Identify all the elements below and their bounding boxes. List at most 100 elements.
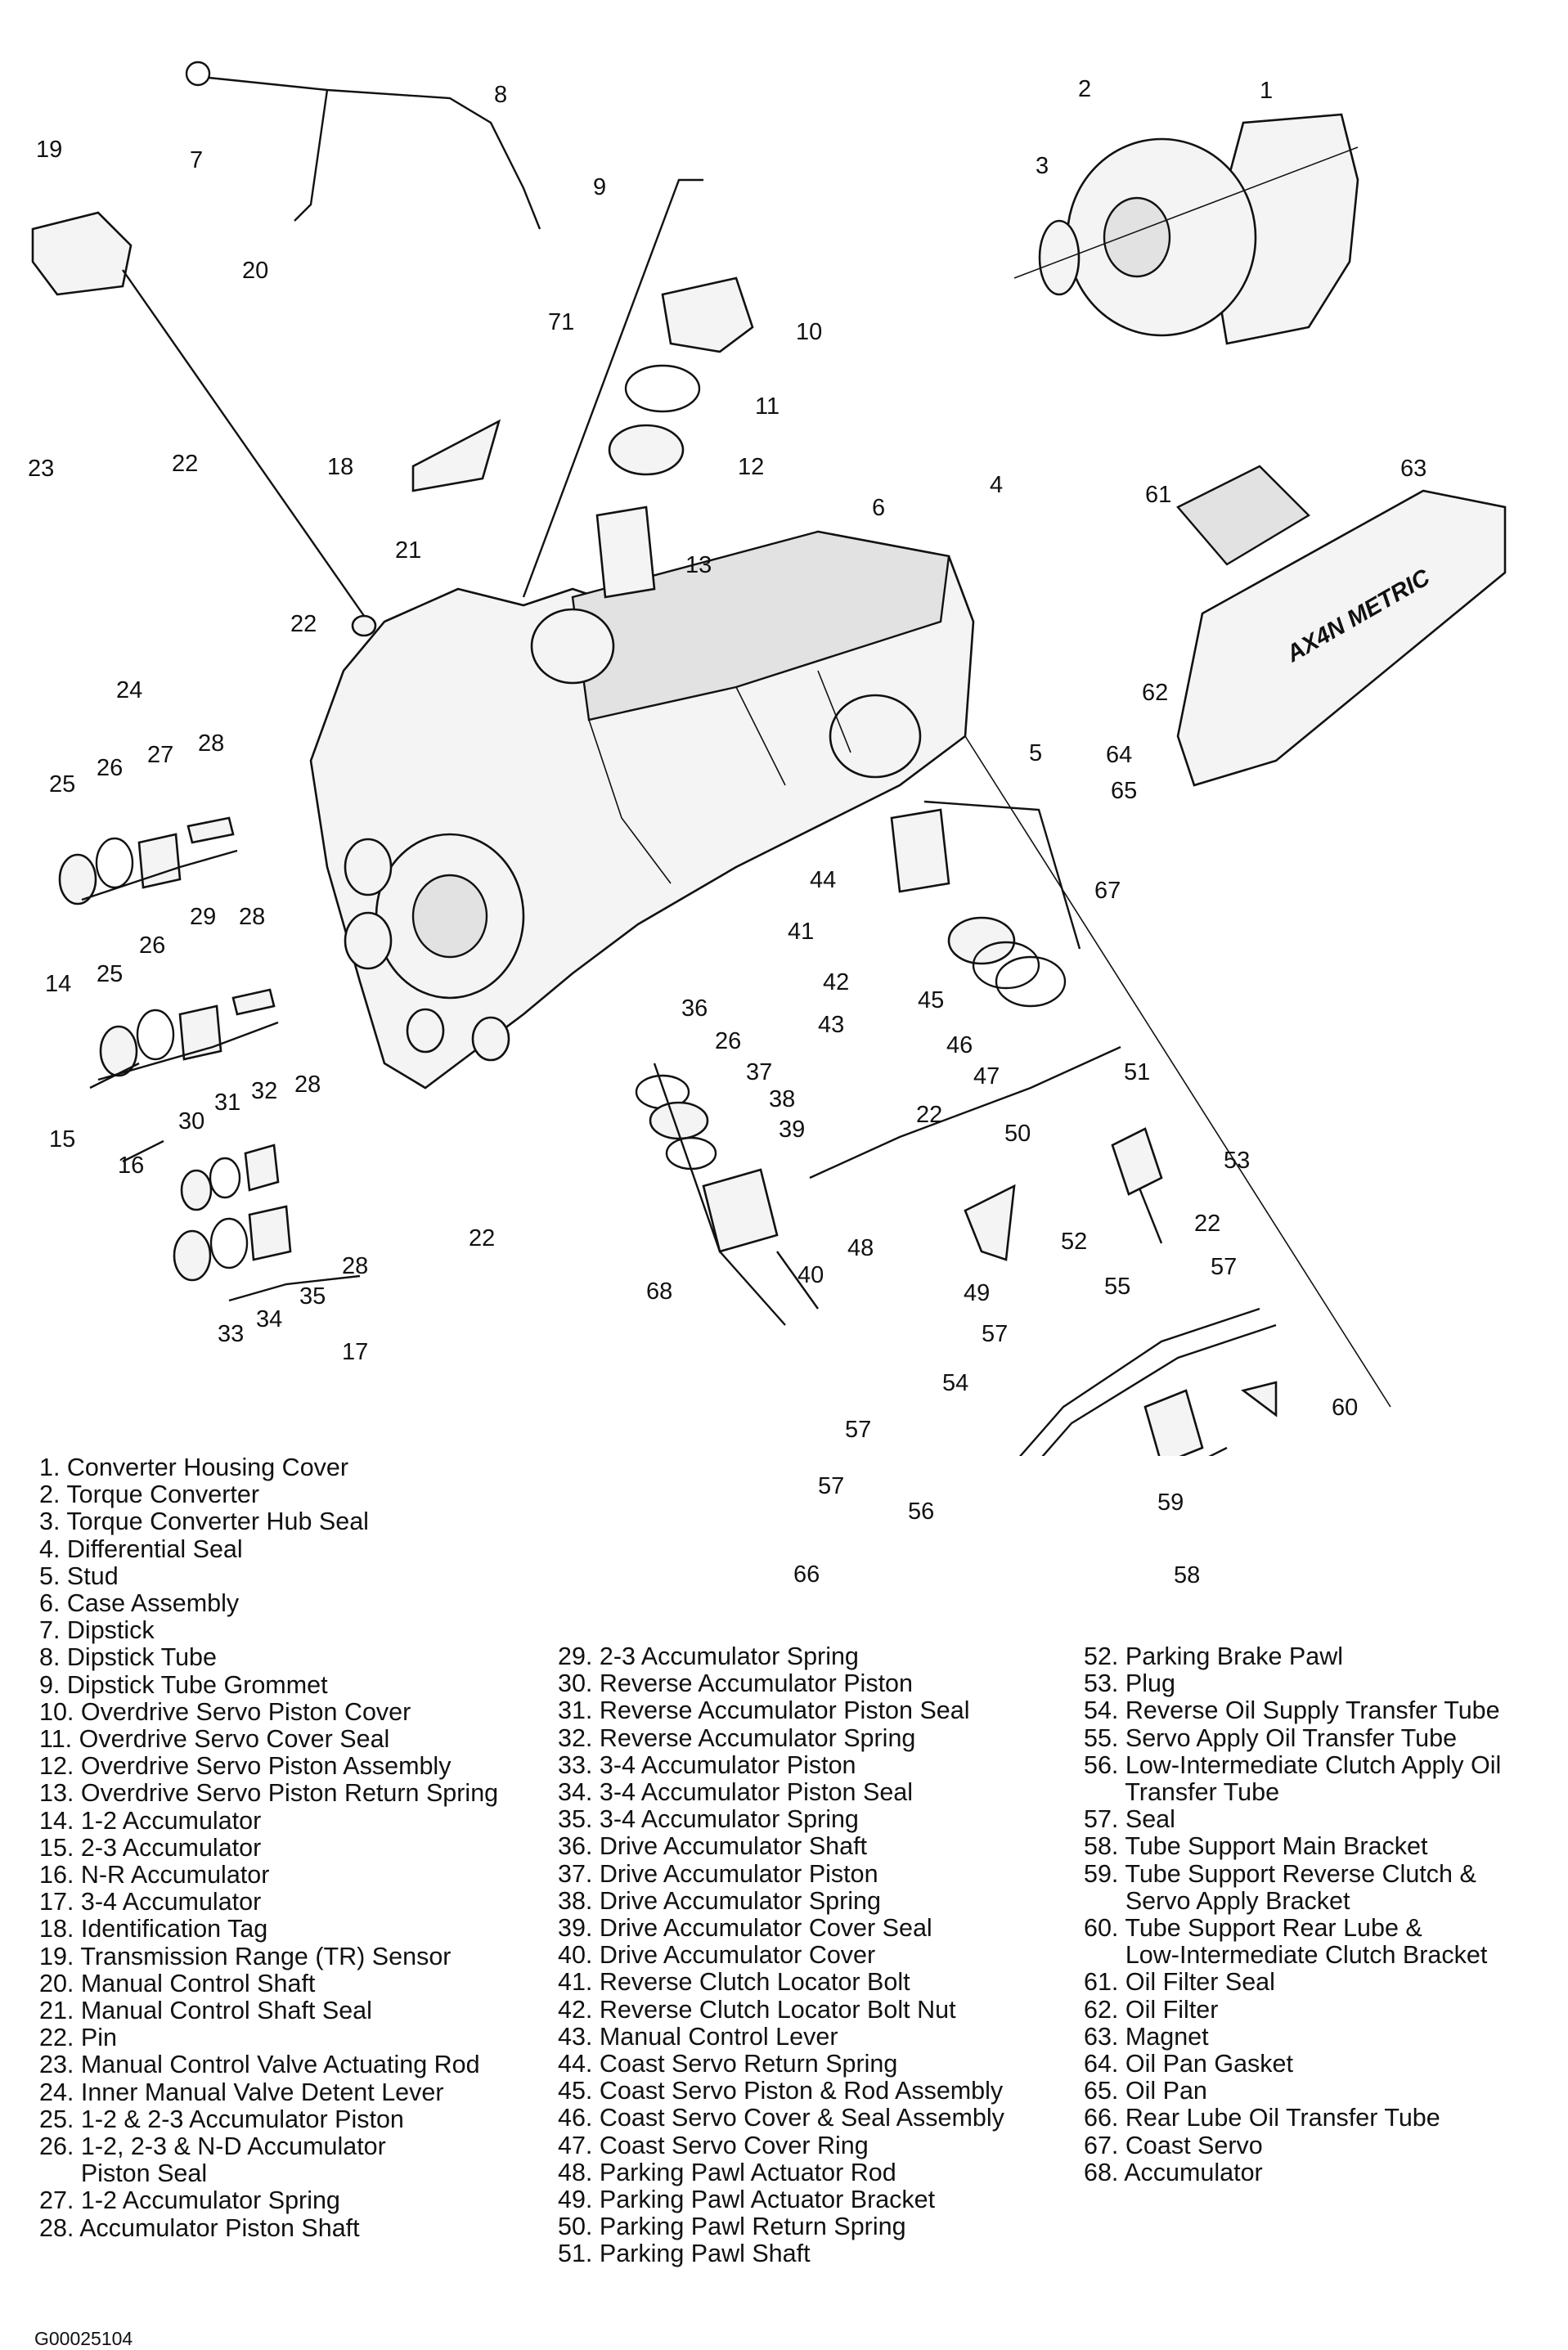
callout-56: 56 bbox=[908, 1499, 934, 1525]
callout-52: 52 bbox=[1061, 1229, 1087, 1255]
callout-2: 2 bbox=[1078, 76, 1091, 102]
legend-item: 43. Manual Control Lever bbox=[558, 2022, 838, 2051]
callout-22c: 22 bbox=[916, 1102, 942, 1128]
callout-18: 18 bbox=[327, 454, 353, 480]
callout-71: 71 bbox=[548, 309, 574, 335]
legend-item: 47. Coast Servo Cover Ring bbox=[558, 2131, 869, 2159]
callout-57b: 57 bbox=[982, 1321, 1008, 1347]
callout-24: 24 bbox=[116, 677, 142, 703]
callout-37: 37 bbox=[746, 1059, 772, 1085]
legend-item: 6. Case Assembly bbox=[39, 1589, 240, 1618]
legend-item: 29. 2-3 Accumulator Spring bbox=[558, 1642, 859, 1670]
legend-item: 51. Parking Pawl Shaft bbox=[558, 2240, 811, 2268]
overdrive-servo-drawing bbox=[595, 276, 754, 599]
legend-item: 59. Tube Support Reverse Clutch & bbox=[1084, 1859, 1476, 1888]
callout-25a: 25 bbox=[49, 771, 75, 798]
callout-65: 65 bbox=[1111, 778, 1137, 804]
legend-item: 12. Overdrive Servo Piston Assembly bbox=[39, 1752, 452, 1781]
legend-item: 23. Manual Control Valve Actuating Rod bbox=[39, 2051, 480, 2079]
legend-item: 37. Drive Accumulator Piston bbox=[558, 1859, 878, 1888]
case-assembly-drawing bbox=[309, 530, 975, 1090]
callout-44: 44 bbox=[810, 867, 836, 893]
callout-23: 23 bbox=[28, 456, 54, 482]
callout-30: 30 bbox=[178, 1108, 204, 1135]
callout-31: 31 bbox=[214, 1090, 240, 1116]
callout-61: 61 bbox=[1145, 482, 1171, 508]
legend-item: 56. Low-Intermediate Clutch Apply Oil bbox=[1084, 1750, 1502, 1779]
group-brackets bbox=[81, 178, 1391, 1408]
legend-item: 62. Oil Filter bbox=[1084, 1995, 1219, 2024]
callout-4: 4 bbox=[990, 472, 1003, 498]
accumulator-groups-drawing bbox=[58, 816, 292, 1282]
coast-servo-drawing bbox=[890, 808, 1067, 1008]
legend-item: Servo Apply Bracket bbox=[1084, 1886, 1350, 1915]
callout-9: 9 bbox=[593, 174, 606, 200]
parking-pawl-drawing bbox=[809, 1045, 1163, 1261]
legend-item: 22. Pin bbox=[39, 2024, 117, 2052]
identification-tag-drawing bbox=[411, 419, 501, 492]
callout-35: 35 bbox=[299, 1283, 326, 1310]
legend-item: 9. Dipstick Tube Grommet bbox=[39, 1670, 328, 1699]
tr-sensor-drawing bbox=[31, 211, 377, 637]
callout-68: 68 bbox=[646, 1278, 672, 1305]
callout-labels: 1 2 3 4 5 6 7 8 9 10 11 12 13 14 15 16 1… bbox=[28, 76, 1426, 1588]
callout-48: 48 bbox=[847, 1235, 874, 1261]
callout-57a: 57 bbox=[1211, 1254, 1237, 1280]
legend-item: 38. Drive Accumulator Spring bbox=[558, 1886, 881, 1915]
callout-39: 39 bbox=[779, 1117, 805, 1143]
callout-33: 33 bbox=[218, 1321, 244, 1347]
callout-49: 49 bbox=[964, 1280, 990, 1306]
legend-item: 19. Transmission Range (TR) Sensor bbox=[39, 1942, 452, 1970]
transfer-tubes-drawing bbox=[1018, 1307, 1277, 1456]
callout-26b: 26 bbox=[139, 932, 165, 959]
drive-accumulator-drawing bbox=[635, 1074, 819, 1310]
callout-14: 14 bbox=[45, 971, 71, 997]
legend-item: 66. Rear Lube Oil Transfer Tube bbox=[1084, 2104, 1440, 2132]
legend-item: 67. Coast Servo bbox=[1084, 2131, 1263, 2159]
callout-46: 46 bbox=[946, 1032, 973, 1058]
callout-15: 15 bbox=[49, 1126, 75, 1153]
callout-28d: 28 bbox=[342, 1253, 368, 1279]
callout-13: 13 bbox=[685, 552, 712, 578]
legend-item: 11. Overdrive Servo Cover Seal bbox=[39, 1725, 390, 1754]
legend-item: 60. Tube Support Rear Lube & bbox=[1084, 1914, 1422, 1943]
legend-item: 65. Oil Pan bbox=[1084, 2077, 1207, 2105]
callout-63: 63 bbox=[1400, 456, 1426, 482]
legend-column-1: 1. Converter Housing Cover 2. Torque Con… bbox=[39, 1454, 498, 2242]
legend-item: 61. Oil Filter Seal bbox=[1084, 1968, 1275, 1997]
callout-57d: 57 bbox=[818, 1473, 844, 1499]
callout-38: 38 bbox=[769, 1086, 795, 1112]
legend-item: 31. Reverse Accumulator Piston Seal bbox=[558, 1696, 970, 1725]
legend-item: 17. 3-4 Accumulator bbox=[39, 1888, 262, 1916]
callout-26c: 26 bbox=[715, 1028, 741, 1054]
legend-item: 20. Manual Control Shaft bbox=[39, 1969, 316, 1997]
legend-item: 28. Accumulator Piston Shaft bbox=[39, 2213, 360, 2242]
callout-22d: 22 bbox=[1194, 1211, 1220, 1237]
callout-55: 55 bbox=[1104, 1274, 1130, 1300]
legend-item: 54. Reverse Oil Supply Transfer Tube bbox=[1084, 1696, 1500, 1725]
legend-item: 24. Inner Manual Valve Detent Lever bbox=[39, 2078, 444, 2106]
legend-item: 4. Differential Seal bbox=[39, 1534, 243, 1563]
legend-item: 33. 3-4 Accumulator Piston bbox=[558, 1750, 856, 1779]
legend-column-2: 29. 2-3 Accumulator Spring 30. Reverse A… bbox=[558, 1642, 1004, 2268]
callout-64: 64 bbox=[1106, 742, 1132, 768]
callout-26a: 26 bbox=[97, 755, 123, 781]
callout-10: 10 bbox=[796, 319, 822, 345]
callout-60: 60 bbox=[1332, 1395, 1358, 1421]
callout-45: 45 bbox=[918, 987, 944, 1013]
legend-column-3: 52. Parking Brake Pawl 53. Plug 54. Reve… bbox=[1084, 1642, 1502, 2186]
callout-53: 53 bbox=[1224, 1148, 1250, 1174]
legend-item: 5. Stud bbox=[39, 1561, 119, 1590]
callout-40: 40 bbox=[797, 1262, 824, 1288]
legend-item: 42. Reverse Clutch Locator Bolt Nut bbox=[558, 1995, 956, 2024]
legend-item: 68. Accumulator bbox=[1084, 2158, 1263, 2186]
legend-item: 36. Drive Accumulator Shaft bbox=[558, 1832, 868, 1861]
callout-47: 47 bbox=[973, 1063, 1000, 1090]
legend-item: 41. Reverse Clutch Locator Bolt bbox=[558, 1968, 910, 1997]
legend-item: 48. Parking Pawl Actuator Rod bbox=[558, 2158, 896, 2186]
legend-item: 64. Oil Pan Gasket bbox=[1084, 2050, 1293, 2078]
legend-item: 27. 1-2 Accumulator Spring bbox=[39, 2186, 340, 2215]
legend-item: 13. Overdrive Servo Piston Return Spring bbox=[39, 1779, 499, 1808]
callout-11: 11 bbox=[755, 393, 780, 420]
callout-36: 36 bbox=[681, 995, 708, 1022]
